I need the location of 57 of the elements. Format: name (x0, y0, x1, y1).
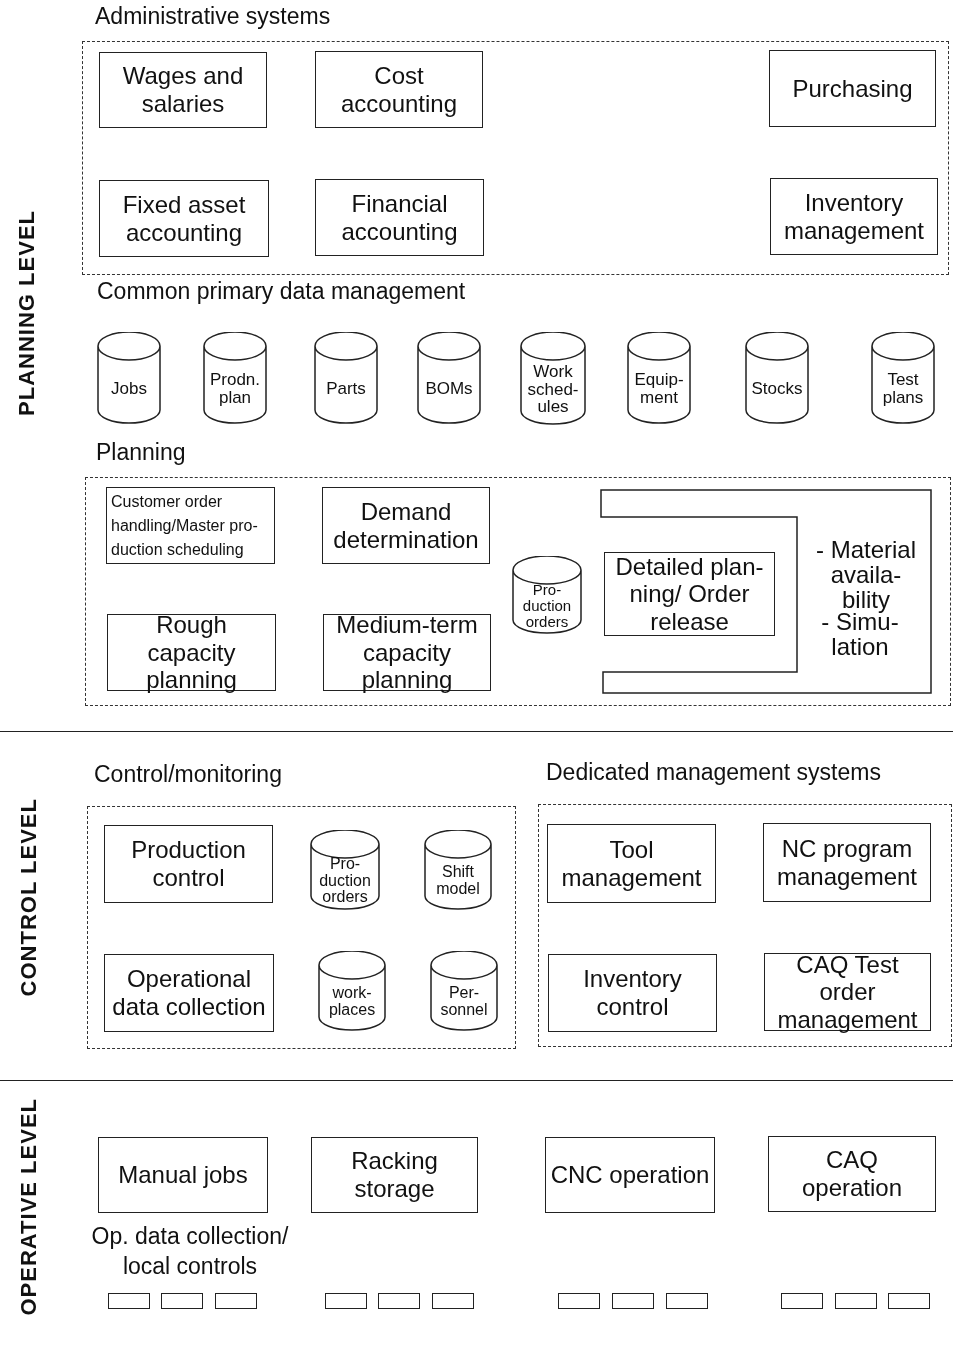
process-box: Tool management (547, 824, 716, 903)
process-box: Financial accounting (315, 179, 484, 256)
database-cylinder: Prodn. plan (203, 332, 267, 424)
process-box: Wages and salaries (99, 52, 267, 128)
process-box: Detailed plan- ning/ Order release (604, 552, 775, 636)
database-cylinder: Jobs (97, 332, 161, 424)
process-box: Manual jobs (98, 1137, 268, 1213)
small-box (666, 1293, 708, 1309)
small-box (325, 1293, 367, 1309)
group-heading: Administrative systems (95, 3, 331, 30)
group-heading: Planning (96, 439, 186, 466)
database-cylinder: BOMs (417, 332, 481, 424)
small-box (161, 1293, 203, 1309)
process-box: Cost accounting (315, 51, 483, 128)
database-cylinder: Shift model (424, 830, 492, 910)
small-box (835, 1293, 877, 1309)
process-box: Operational data collection (104, 954, 274, 1032)
process-box: Demand determination (322, 487, 490, 564)
database-cylinder: Per- sonnel (430, 951, 498, 1031)
database-cylinder: Equip- ment (627, 332, 691, 424)
process-box: Inventory control (548, 954, 717, 1032)
process-box: NC program management (763, 823, 931, 902)
process-box: Medium-term capacity planning (323, 614, 491, 691)
small-box (378, 1293, 420, 1309)
small-box (108, 1293, 150, 1309)
note-text: Common primary data management (97, 278, 466, 305)
level-label: PLANNING LEVEL (14, 210, 40, 416)
small-box (612, 1293, 654, 1309)
process-box: Fixed asset accounting (99, 180, 269, 257)
process-box: Racking storage (311, 1137, 478, 1213)
small-box (432, 1293, 474, 1309)
process-box: Customer order handling/Master pro- duction scheduling (106, 487, 275, 564)
database-cylinder: work- places (318, 951, 386, 1031)
database-cylinder: Parts (314, 332, 378, 424)
level-label: CONTROL LEVEL (16, 798, 42, 997)
process-box: Rough capacity planning (107, 614, 276, 691)
process-box: CAQ Test order management (764, 953, 931, 1031)
small-box (558, 1293, 600, 1309)
database-cylinder: Test plans (871, 332, 935, 424)
group-heading: Control/monitoring (94, 761, 282, 788)
database-cylinder: Pro- duction orders (512, 556, 582, 634)
database-cylinder: Pro- duction orders (310, 830, 380, 910)
small-box (781, 1293, 823, 1309)
database-cylinder: Work sched- ules (520, 332, 586, 425)
small-box (888, 1293, 930, 1309)
process-box: CNC operation (545, 1137, 715, 1213)
small-box (215, 1293, 257, 1309)
process-box: CAQ operation (768, 1136, 936, 1212)
bullet-text: - Material availa- bility (815, 537, 917, 613)
bracket-frame (600, 489, 932, 694)
note-text: Op. data collection/ local controls (90, 1222, 290, 1281)
process-box: Inventory management (770, 178, 938, 255)
process-box: Production control (104, 825, 273, 903)
process-box: Purchasing (769, 50, 936, 127)
group-heading: Dedicated management systems (546, 759, 881, 786)
database-cylinder: Stocks (745, 332, 809, 424)
level-label: OPERATIVE LEVEL (16, 1098, 42, 1316)
